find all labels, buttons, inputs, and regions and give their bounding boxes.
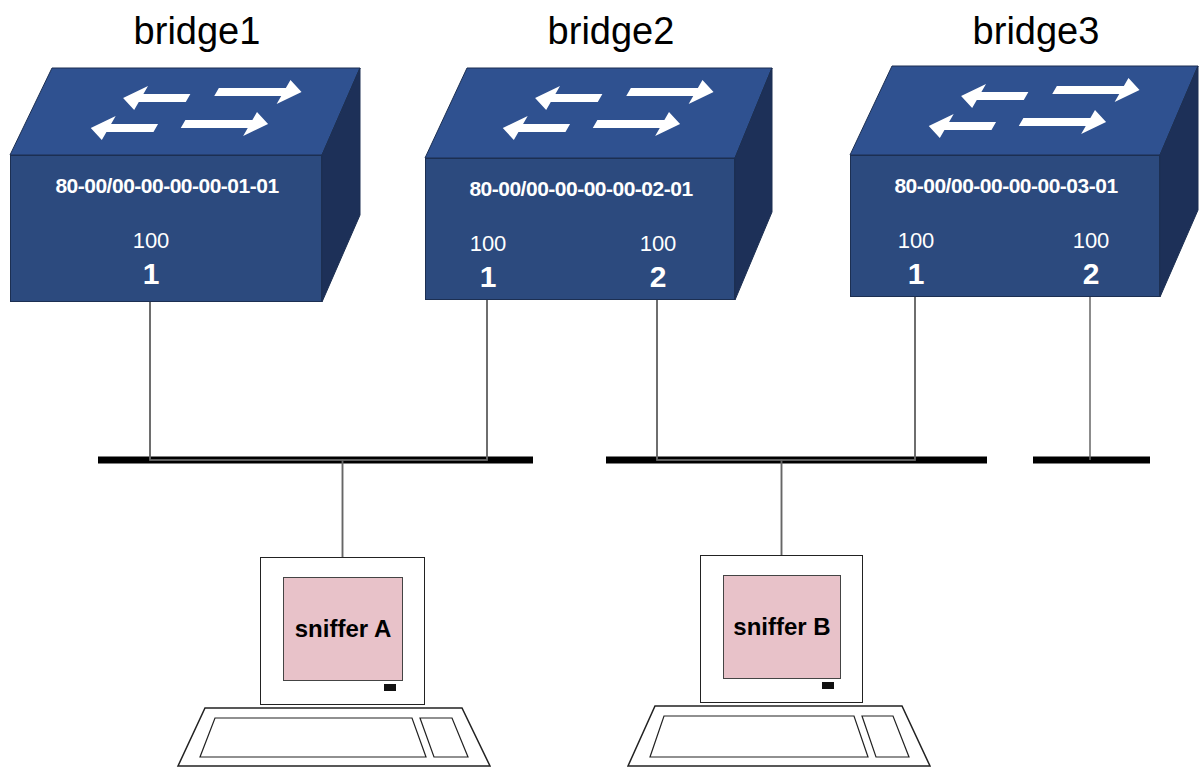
lan-wire [657, 297, 915, 460]
bridge-id: 80-00/00-00-00-00-02-01 [469, 177, 692, 201]
sniffer-label: sniffer A [295, 614, 391, 644]
power-led [822, 682, 834, 689]
lan-wire [150, 302, 343, 557]
switch-arrows [496, 80, 721, 140]
bridge-box: bridge180-00/00-00-00-00-01-011001 [10, 155, 322, 302]
lan-wire [657, 300, 782, 555]
sniffer-label: sniffer B [733, 612, 830, 642]
bridge-top [425, 68, 772, 158]
port-cost: 100 [898, 228, 935, 254]
power-led [384, 684, 396, 691]
port-cost: 100 [1073, 228, 1110, 254]
port-number: 1 [143, 257, 160, 291]
bridge-box: bridge280-00/00-00-00-00-02-0110011002 [425, 158, 735, 300]
bridge-name: bridge1 [134, 10, 261, 53]
port-number: 2 [1083, 257, 1100, 291]
bridge-id: 80-00/00-00-00-00-01-01 [55, 174, 278, 198]
port-number: 2 [650, 260, 667, 294]
monitor-screen: sniffer A [283, 577, 403, 681]
port-number: 1 [908, 257, 925, 291]
bridge-name: bridge3 [973, 10, 1100, 53]
bridge-id: 80-00/00-00-00-00-03-01 [894, 174, 1117, 198]
sniffer-monitor: sniffer A [260, 557, 425, 705]
bridge-side [1160, 66, 1198, 297]
bridge-side [322, 68, 360, 302]
port-cost: 100 [133, 228, 170, 254]
sniffer-monitor: sniffer B [700, 555, 863, 703]
bridge-top [850, 66, 1198, 155]
port-cost: 100 [470, 231, 507, 257]
bridge-name: bridge2 [548, 10, 675, 53]
port-cost: 100 [640, 231, 677, 257]
lan-wire [150, 300, 487, 460]
bridge-side [735, 68, 772, 300]
keyboard [628, 706, 930, 766]
port-wire [1089, 297, 1091, 460]
bridge-top [10, 68, 360, 155]
monitor-screen: sniffer B [723, 575, 841, 679]
bridge-box: bridge380-00/00-00-00-00-03-0110011002 [850, 155, 1160, 297]
lan-bus [1033, 457, 1150, 464]
keyboard [178, 708, 490, 766]
port-number: 1 [480, 260, 497, 294]
switch-arrows [84, 80, 309, 140]
lan-wire [782, 297, 916, 555]
lan-wire [343, 300, 488, 557]
switch-arrows [922, 78, 1147, 138]
